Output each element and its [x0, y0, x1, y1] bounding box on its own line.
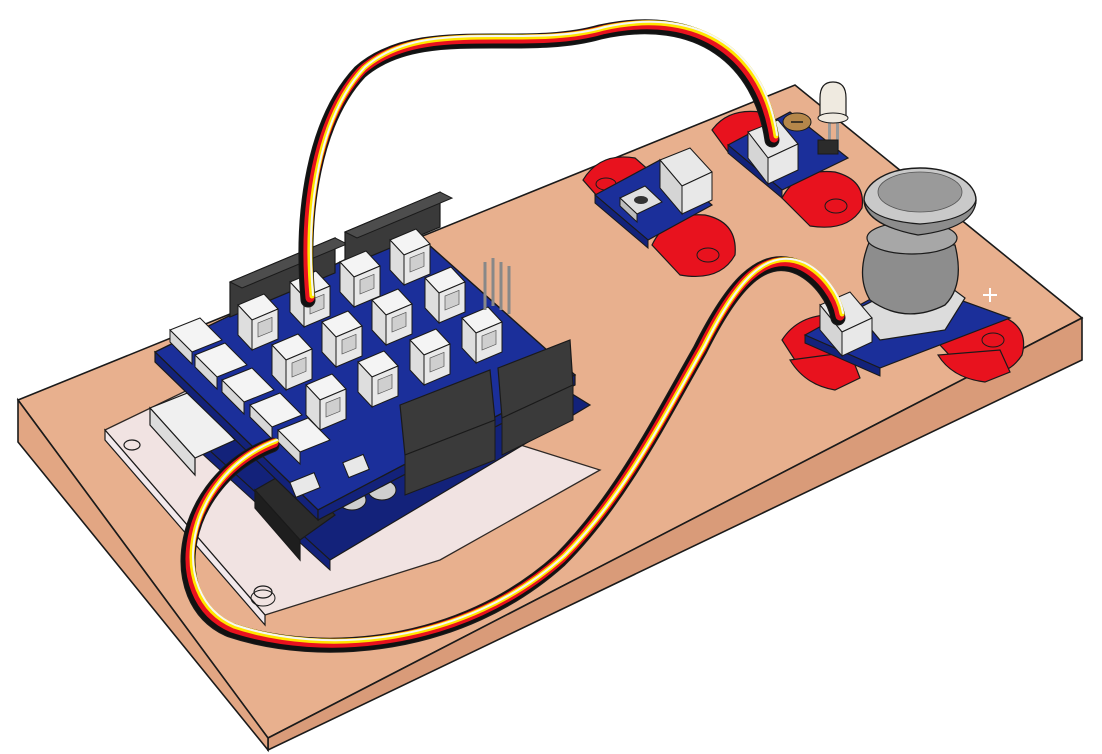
mount-hole — [696, 247, 720, 263]
led-leg — [836, 120, 839, 150]
button-cap-icon — [634, 196, 648, 204]
button-module-pcb-edge — [594, 193, 649, 250]
voltage-switch — [289, 472, 321, 498]
grove-connector-front — [747, 130, 769, 186]
grove-socket-side — [194, 342, 248, 391]
led-leg — [828, 120, 831, 150]
female-header-top — [343, 191, 454, 239]
mount-hole — [824, 198, 848, 214]
header-below-left — [404, 419, 496, 496]
grove-socket-side — [249, 392, 303, 441]
joystick-stem — [861, 239, 959, 315]
grove-connector-left-column — [169, 317, 331, 466]
joystick-knob-top — [877, 171, 963, 213]
grove-socket-side — [221, 367, 275, 416]
grove-cables — [180, 19, 846, 653]
joystick-knob-side — [863, 199, 977, 236]
led-module — [711, 81, 864, 228]
grove-socket — [357, 350, 399, 409]
tactile-button-side — [619, 196, 638, 224]
grove-socket — [409, 328, 451, 387]
grove-socket — [321, 310, 363, 369]
grove-socket — [271, 333, 313, 392]
base-board-front-side — [17, 397, 269, 753]
led-base — [817, 112, 849, 124]
grove-socket-side — [169, 317, 223, 366]
module-mount-bottom — [789, 351, 861, 391]
module-mount-bottom — [936, 349, 1011, 383]
joystick-cross-mark — [989, 288, 991, 302]
button-module — [582, 147, 736, 278]
mount-hole — [250, 589, 276, 607]
grove-cable-to-led-module — [298, 19, 780, 308]
grove-socket — [305, 373, 347, 432]
grove-socket — [339, 250, 381, 309]
led-bulb-icon — [819, 81, 847, 119]
joystick-module — [781, 167, 1025, 391]
mount-hole — [123, 439, 141, 451]
led-socket — [817, 139, 839, 155]
grove-socket — [389, 228, 431, 287]
grove-connector-front — [659, 158, 683, 216]
mount-hole — [253, 585, 273, 599]
mount-hole — [981, 332, 1005, 348]
grove-cable-to-joystick-module — [180, 256, 846, 653]
usb-connector-face — [149, 406, 196, 477]
grove-socket — [371, 288, 413, 347]
grove-socket — [461, 306, 503, 365]
grove-socket — [424, 266, 466, 325]
reset-switch — [342, 453, 370, 479]
pin-header — [483, 258, 511, 314]
acrylic-lip — [104, 428, 266, 627]
grove-socket — [237, 293, 279, 352]
header-below-right — [501, 384, 574, 456]
power-jack-front — [254, 488, 301, 562]
grove-socket-side — [277, 417, 331, 466]
grove-connector-grid — [237, 228, 503, 432]
